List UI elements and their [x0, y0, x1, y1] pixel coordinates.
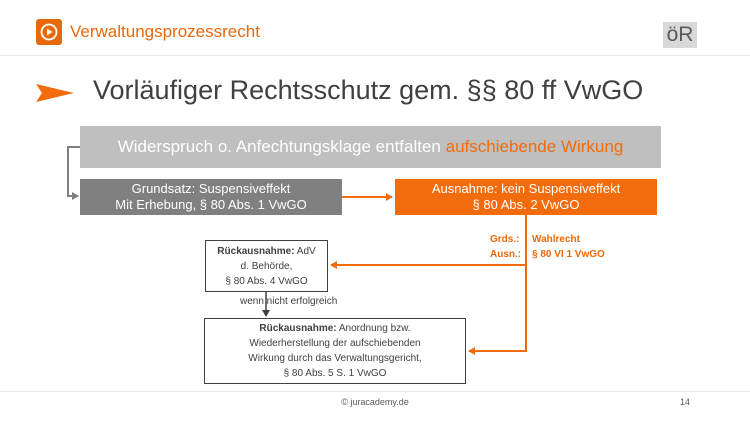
footer-divider: [0, 391, 750, 392]
connector-top-grundsatz: [67, 146, 80, 200]
label-ausn: Ausn.:: [490, 249, 522, 260]
label-grds: Grds.:: [490, 234, 520, 245]
title-arrow-icon: [36, 83, 74, 108]
page-number: 14: [680, 397, 691, 407]
label-wenn-nicht-erfolgreich: wenn nicht erfolgreich: [240, 296, 338, 307]
box-rueckausnahme-behoerde: Rückausnahme: AdV d. Behörde, § 80 Abs. …: [205, 240, 328, 292]
box-rueck1-label: Rückausnahme:: [217, 245, 295, 257]
box-rueckausnahme-gericht: Rückausnahme: Anordnung bzw. Wiederherst…: [204, 318, 466, 384]
header-divider: [0, 55, 750, 56]
box-rueck1-line2: d. Behörde,: [240, 260, 293, 272]
box-widerspruch-highlight: aufschiebende Wirkung: [445, 137, 624, 156]
box-rueck2-line3: Wirkung durch das Verwaltungsgericht,: [248, 353, 422, 364]
area-badge: öR: [663, 22, 697, 48]
label-ausn-value: § 80 VI 1 VwGO: [532, 249, 605, 260]
play-icon: [36, 19, 62, 45]
box-rueck2-label: Rückausnahme:: [259, 323, 337, 334]
connector-ausnahme-rueck2: [468, 265, 527, 355]
box-ausnahme-line2: § 80 Abs. 2 VwGO: [472, 197, 580, 212]
box-rueck2-line2: Wiederherstellung der aufschiebenden: [249, 338, 421, 349]
box-rueck1-line3: § 80 Abs. 4 VwGO: [225, 275, 308, 287]
box-rueck1-line1: AdV: [294, 245, 316, 257]
label-grds-value: Wahlrecht: [532, 234, 580, 245]
box-rueck2-line4: § 80 Abs. 5 S. 1 VwGO: [283, 368, 387, 379]
box-widerspruch-text: Widerspruch o. Anfechtungsklage entfalte…: [117, 137, 446, 156]
header-title: Verwaltungsprozessrecht: [70, 22, 260, 41]
footer-copyright: © juracademy.de: [341, 397, 409, 407]
box-ausnahme: Ausnahme: kein Suspensiveffekt § 80 Abs.…: [395, 179, 657, 215]
box-rueck2-line1: Anordnung bzw.: [336, 323, 411, 334]
box-widerspruch: Widerspruch o. Anfechtungsklage entfalte…: [80, 126, 661, 168]
slide-title: Vorläufiger Rechtsschutz gem. §§ 80 ff V…: [93, 75, 644, 105]
box-grundsatz-line2: Mit Erhebung, § 80 Abs. 1 VwGO: [115, 197, 307, 212]
box-grundsatz: Grundsatz: Suspensiveffekt Mit Erhebung,…: [80, 179, 342, 215]
box-grundsatz-line1: Grundsatz: Suspensiveffekt: [131, 181, 291, 196]
box-ausnahme-line1: Ausnahme: kein Suspensiveffekt: [431, 181, 621, 196]
